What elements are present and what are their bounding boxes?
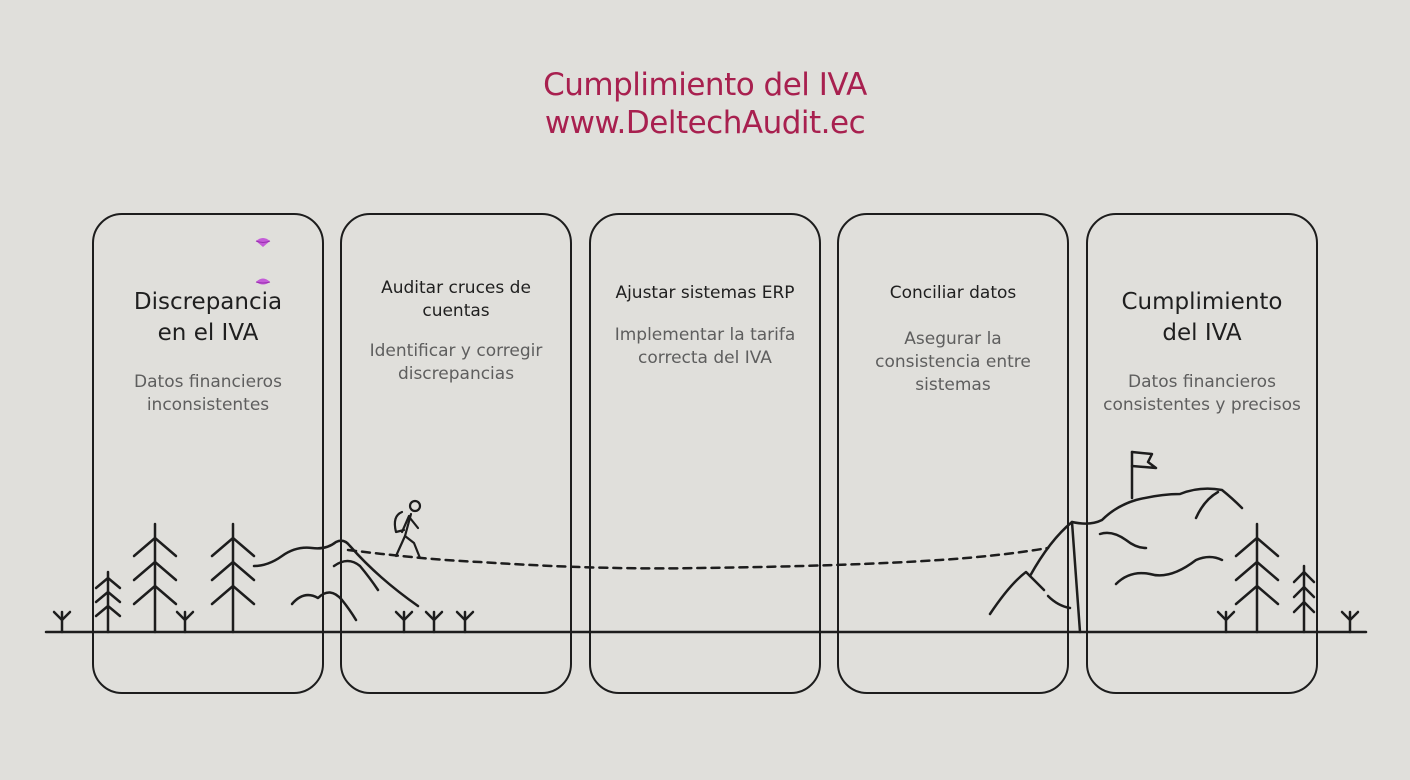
step-card-5: Cumplimiento del IVA Datos financieros c…: [1086, 213, 1318, 694]
step-5-heading: Cumplimiento del IVA: [1121, 289, 1283, 346]
mountain-icon: [252, 539, 420, 622]
step-2-description: Identificar y corregir discrepancias: [369, 341, 543, 384]
step-1-description: Datos financieros inconsistentes: [134, 372, 282, 415]
tree-icon: [132, 522, 178, 634]
step-4-heading: Conciliar datos: [889, 283, 1017, 303]
accent-dot-icon: [255, 238, 271, 247]
step-4-description: Asegurar la consistencia entre sistemas: [875, 329, 1031, 395]
grass-icon: [52, 610, 72, 634]
step-card-2: Auditar cruces de cuentas Identificar y …: [340, 213, 572, 694]
accent-dot-icon: [255, 278, 271, 285]
hiker-icon: [393, 499, 422, 560]
step-1-heading: Discrepancia en el IVA: [133, 289, 283, 346]
grass-icon: [175, 610, 195, 634]
step-card-1: Discrepancia en el IVA Datos financieros…: [92, 213, 324, 694]
step-2-heading: Auditar cruces de cuentas: [381, 278, 531, 321]
step-3-description: Implementar la tarifa correcta del IVA: [614, 325, 796, 368]
grass-icon: [1216, 610, 1236, 634]
step-3-heading: Ajustar sistemas ERP: [615, 283, 795, 303]
grass-icon: [1340, 610, 1360, 634]
diagram-title: Cumplimiento del IVA www.DeltechAudit.ec: [0, 66, 1410, 142]
step-card-3: Ajustar sistemas ERP Implementar la tari…: [589, 213, 821, 694]
grass-icon: [455, 610, 475, 634]
flag-icon: [1130, 450, 1158, 470]
title-line-2: www.DeltechAudit.ec: [544, 105, 866, 141]
dashed-path: [346, 546, 1050, 570]
grass-icon: [424, 610, 444, 634]
grass-icon: [394, 610, 414, 634]
tree-icon: [210, 522, 256, 634]
step-5-description: Datos financieros consistentes y preciso…: [1103, 372, 1301, 415]
tree-icon: [94, 570, 122, 634]
step-card-4: Conciliar datos Asegurar la consistencia…: [837, 213, 1069, 694]
tree-icon: [1234, 522, 1280, 634]
mountain-icon: [988, 450, 1244, 634]
tree-icon: [1292, 564, 1316, 634]
title-line-1: Cumplimiento del IVA: [543, 67, 867, 103]
